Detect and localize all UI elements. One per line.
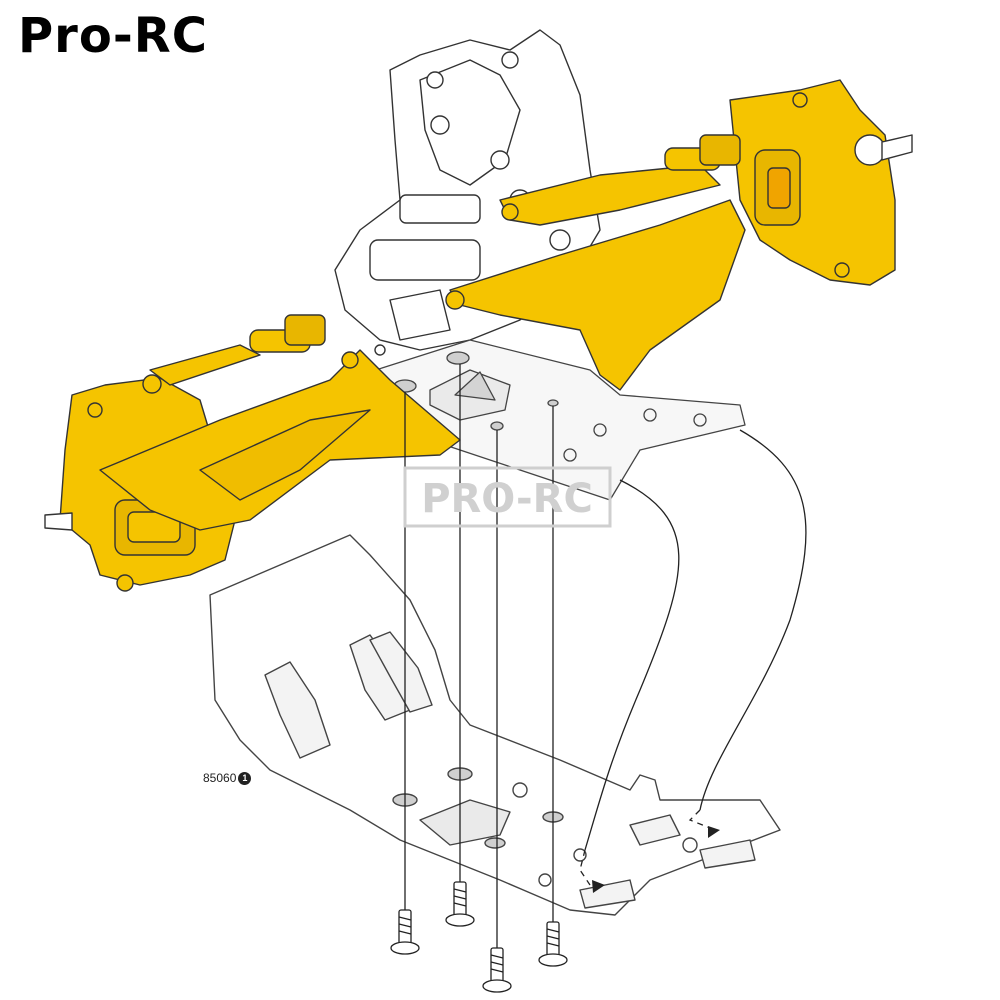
callout-badge: 1 xyxy=(238,771,252,785)
screw xyxy=(538,921,568,967)
part-number: 85060 xyxy=(203,771,237,785)
right-hub-carrier xyxy=(729,79,913,286)
watermark-text: PRO-RC xyxy=(421,476,593,522)
screw xyxy=(482,947,512,993)
screw xyxy=(445,881,475,927)
screw xyxy=(390,909,420,955)
skid-plate xyxy=(209,534,781,916)
part-number-label: 85060 1 xyxy=(203,771,252,785)
left-suspension-arm xyxy=(99,314,461,531)
watermark: PRO-RC xyxy=(403,466,612,528)
right-suspension-arm xyxy=(445,134,746,391)
chassis-bulkhead xyxy=(334,29,601,371)
arrow-heads xyxy=(592,826,720,893)
brand-logo-text: Pro-RC xyxy=(18,8,208,64)
